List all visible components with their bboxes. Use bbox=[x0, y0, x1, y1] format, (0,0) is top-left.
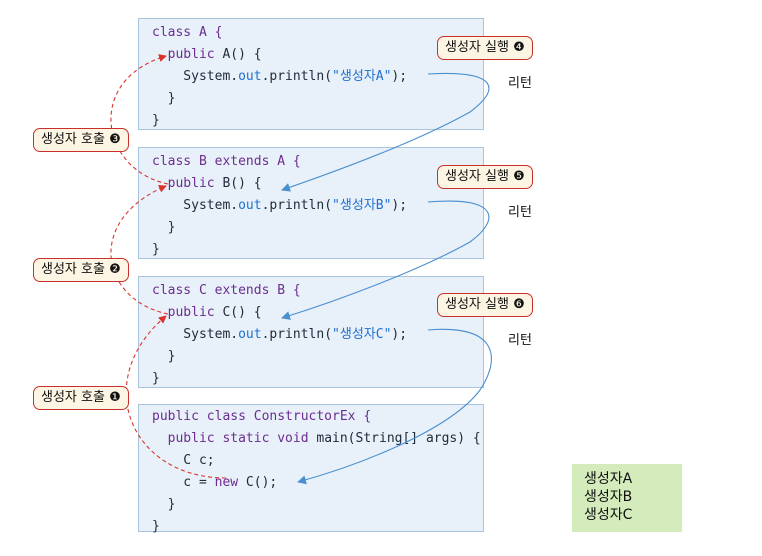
call-label-3: 생성자 호출 ❸ bbox=[33, 128, 129, 152]
code-token: class B extends A { bbox=[152, 154, 301, 169]
code-line: } bbox=[152, 368, 407, 390]
output-line: 생성자B bbox=[584, 489, 633, 505]
code-token: "생성자B" bbox=[332, 198, 392, 213]
code-token: class A { bbox=[152, 25, 223, 40]
code-line: } bbox=[152, 217, 407, 239]
code-line: } bbox=[152, 516, 481, 538]
code-line: } bbox=[152, 494, 481, 516]
class-a-box bbox=[138, 18, 484, 130]
code-token: ); bbox=[391, 327, 408, 342]
code-token: System. bbox=[152, 69, 239, 84]
code-token: .println( bbox=[261, 69, 333, 84]
code-line: } bbox=[152, 239, 407, 261]
class-b-box bbox=[138, 147, 484, 259]
call-arrow-3 bbox=[110, 54, 169, 185]
code-line: class B extends A { bbox=[152, 151, 407, 173]
code-token: .println( bbox=[261, 327, 333, 342]
code-token: } bbox=[152, 220, 176, 235]
code-token: ); bbox=[391, 198, 408, 213]
return-label-2: 리턴 bbox=[508, 205, 532, 220]
code-token: out bbox=[238, 69, 262, 84]
output-line: 생성자A bbox=[584, 471, 633, 487]
code-line: class C extends B { bbox=[152, 280, 407, 302]
code-token: C(); bbox=[238, 475, 278, 490]
return-arrow-1 bbox=[281, 72, 490, 192]
class-c-code: class C extends B { public C() { System.… bbox=[152, 280, 407, 390]
code-token: C c; bbox=[152, 453, 215, 468]
return-label-1: 리턴 bbox=[508, 76, 532, 91]
exec-label-6: 생성자 실행 ❻ bbox=[437, 293, 533, 317]
code-token: } bbox=[152, 497, 176, 512]
code-token: } bbox=[152, 113, 160, 128]
return-arrow-2 bbox=[281, 200, 490, 320]
code-token: public static void bbox=[167, 431, 309, 446]
code-token: A() { bbox=[214, 47, 262, 62]
code-token: out bbox=[238, 198, 262, 213]
code-line: public static void main(String[] args) { bbox=[152, 428, 481, 450]
code-token: "생성자C" bbox=[332, 327, 392, 342]
code-token: public bbox=[167, 176, 215, 191]
code-line: } bbox=[152, 110, 407, 132]
code-token: out bbox=[238, 327, 262, 342]
call-arrow-2 bbox=[110, 185, 169, 315]
main-class-code: public class ConstructorEx { public stat… bbox=[152, 406, 481, 538]
code-token: public bbox=[167, 305, 215, 320]
main-class-box bbox=[138, 404, 484, 532]
console-output: 생성자A 생성자B 생성자C bbox=[572, 464, 682, 532]
code-line: c = new C(); bbox=[152, 472, 481, 494]
exec-label-5: 생성자 실행 ❺ bbox=[437, 165, 533, 189]
code-token: } bbox=[152, 519, 160, 534]
code-line: public A() { bbox=[152, 44, 407, 66]
code-token: class C extends B { bbox=[152, 283, 301, 298]
code-line: } bbox=[152, 88, 407, 110]
code-token: ); bbox=[391, 69, 408, 84]
code-token: .println( bbox=[261, 198, 333, 213]
code-token: } bbox=[152, 349, 176, 364]
code-line: } bbox=[152, 346, 407, 368]
class-c-box bbox=[138, 276, 484, 388]
code-line: public B() { bbox=[152, 173, 407, 195]
code-token: c = bbox=[152, 475, 215, 490]
output-line: 생성자C bbox=[584, 507, 633, 523]
code-token: main(String[] args) { bbox=[308, 431, 481, 446]
return-arrow-3 bbox=[297, 328, 492, 485]
class-b-code: class B extends A { public B() { System.… bbox=[152, 151, 407, 261]
code-token: public class ConstructorEx { bbox=[152, 409, 372, 424]
return-label-3: 리턴 bbox=[508, 333, 532, 348]
call-arrow-1 bbox=[125, 315, 227, 479]
code-line: C c; bbox=[152, 450, 481, 472]
exec-label-4: 생성자 실행 ❹ bbox=[437, 36, 533, 60]
code-line: System.out.println("생성자A"); bbox=[152, 66, 407, 88]
code-line: class A { bbox=[152, 22, 407, 44]
code-token: } bbox=[152, 242, 160, 257]
code-line: public C() { bbox=[152, 302, 407, 324]
code-line: public class ConstructorEx { bbox=[152, 406, 481, 428]
code-token: public bbox=[167, 47, 215, 62]
code-token: C() { bbox=[214, 305, 262, 320]
code-token: new bbox=[214, 475, 239, 490]
code-token: System. bbox=[152, 198, 239, 213]
code-token: } bbox=[152, 371, 160, 386]
code-token: System. bbox=[152, 327, 239, 342]
code-token: B() { bbox=[214, 176, 262, 191]
call-label-2: 생성자 호출 ❷ bbox=[33, 258, 129, 282]
call-label-1: 생성자 호출 ❶ bbox=[33, 386, 129, 410]
code-token: } bbox=[152, 91, 176, 106]
code-token: "생성자A" bbox=[332, 69, 392, 84]
code-line: System.out.println("생성자C"); bbox=[152, 324, 407, 346]
code-line: System.out.println("생성자B"); bbox=[152, 195, 407, 217]
class-a-code: class A { public A() { System.out.printl… bbox=[152, 22, 407, 132]
